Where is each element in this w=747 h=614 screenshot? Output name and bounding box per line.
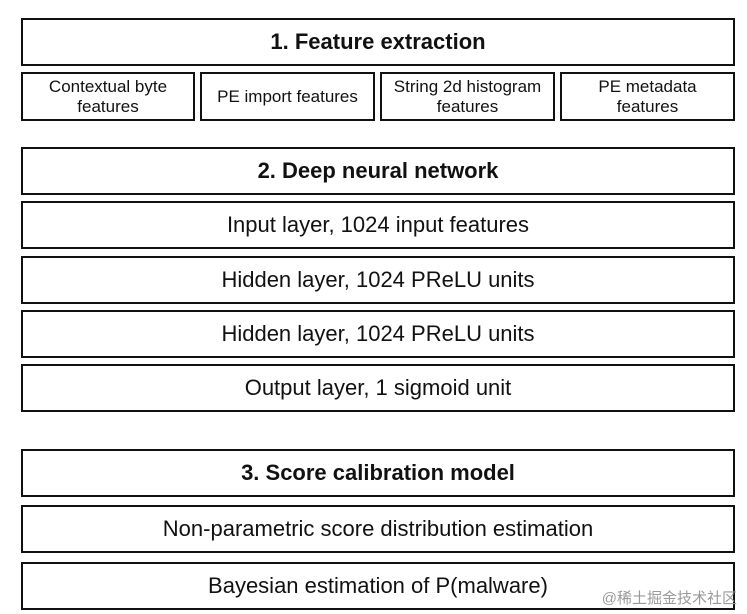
deep-neural-network-header: 2. Deep neural network (21, 147, 735, 195)
feature-extraction-title: 1. Feature extraction (270, 29, 486, 54)
feature-label: String 2d histogram features (393, 76, 542, 116)
feature-extraction-header: 1. Feature extraction (21, 18, 735, 66)
step-label: Non-parametric score distribution estima… (162, 516, 594, 541)
score-distribution-box: Non-parametric score distribution estima… (21, 505, 735, 553)
feature-label: PE import features (217, 86, 358, 106)
hidden-layer-1-box: Hidden layer, 1024 PReLU units (21, 256, 735, 304)
layer-label: Hidden layer, 1024 PReLU units (221, 321, 535, 346)
layer-label: Hidden layer, 1024 PReLU units (221, 267, 535, 292)
watermark: @稀土掘金技术社区 (601, 590, 737, 607)
feature-box-pe-metadata: PE metadata features (560, 72, 735, 121)
feature-label: Contextual byte features (48, 76, 168, 116)
step-label: Bayesian estimation of P(malware) (208, 573, 548, 598)
feature-box-contextual-byte: Contextual byte features (21, 72, 195, 121)
feature-box-pe-import: PE import features (200, 72, 375, 121)
input-layer-box: Input layer, 1024 input features (21, 201, 735, 249)
layer-label: Output layer, 1 sigmoid unit (244, 375, 512, 400)
score-calibration-title: 3. Score calibration model (241, 460, 515, 485)
layer-label: Input layer, 1024 input features (226, 212, 530, 237)
feature-box-string-histogram: String 2d histogram features (380, 72, 555, 121)
hidden-layer-2-box: Hidden layer, 1024 PReLU units (21, 310, 735, 358)
deep-neural-network-title: 2. Deep neural network (257, 158, 499, 183)
score-calibration-header: 3. Score calibration model (21, 449, 735, 497)
bayesian-estimation-box: Bayesian estimation of P(malware) (21, 562, 735, 610)
output-layer-box: Output layer, 1 sigmoid unit (21, 364, 735, 412)
feature-label: PE metadata features (598, 76, 697, 116)
